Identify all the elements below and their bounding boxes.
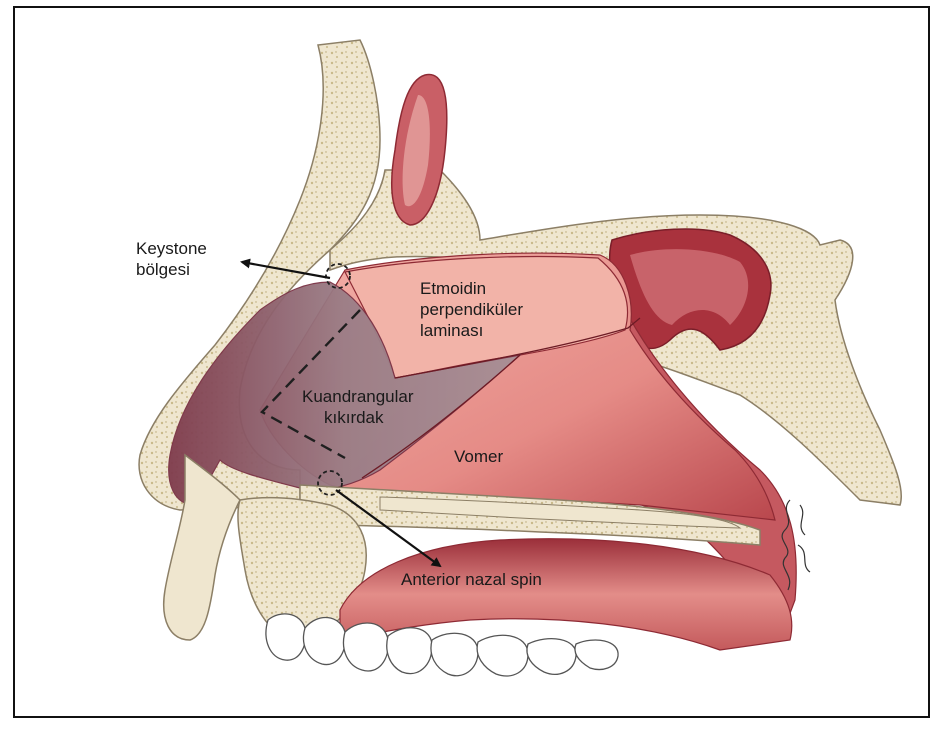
label-keystone: Keystone bölgesi: [136, 238, 207, 280]
label-ethmoid-line1: Etmoidin: [420, 278, 523, 299]
label-ethmoid-line3: laminası: [420, 320, 523, 341]
label-vomer-text: Vomer: [454, 446, 503, 467]
label-anterior-spine: Anterior nazal spin: [401, 569, 542, 590]
label-vomer: Vomer: [454, 446, 503, 467]
label-ethmoid-line2: perpendiküler: [420, 299, 523, 320]
label-quadrangular: Kuandrangular kıkırdak: [302, 386, 414, 428]
label-ethmoid: Etmoidin perpendiküler laminası: [420, 278, 523, 341]
label-quadrangular-line1: Kuandrangular: [302, 386, 414, 407]
label-keystone-line2: bölgesi: [136, 259, 207, 280]
label-quadrangular-line2: kıkırdak: [302, 407, 414, 428]
label-keystone-line1: Keystone: [136, 238, 207, 259]
label-anterior-spine-text: Anterior nazal spin: [401, 569, 542, 590]
